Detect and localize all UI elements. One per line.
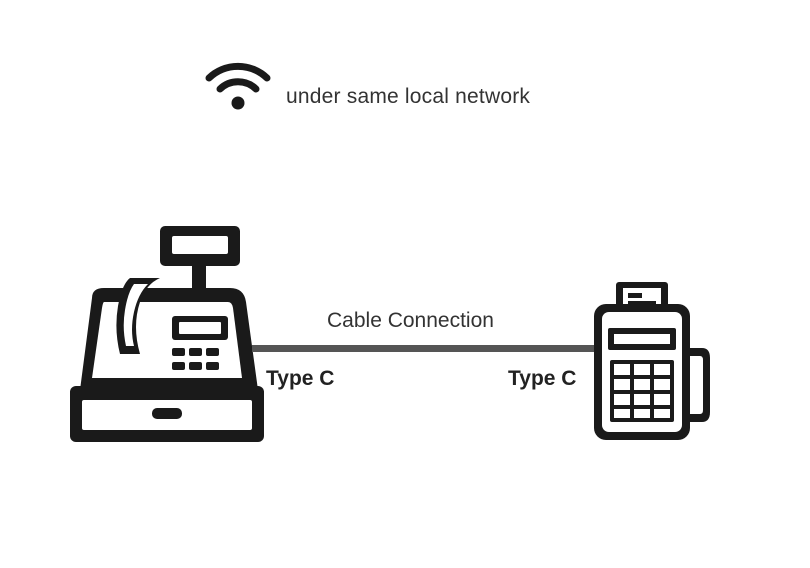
payment-terminal-icon xyxy=(594,282,710,440)
cable-connection-label: Cable Connection xyxy=(327,309,494,332)
cash-register-icon xyxy=(70,226,264,442)
left-port-label: Type C xyxy=(266,367,335,390)
cable-line xyxy=(252,345,596,352)
wifi-icon xyxy=(205,62,271,110)
network-label: under same local network xyxy=(286,85,531,108)
right-port-label: Type C xyxy=(508,367,577,390)
